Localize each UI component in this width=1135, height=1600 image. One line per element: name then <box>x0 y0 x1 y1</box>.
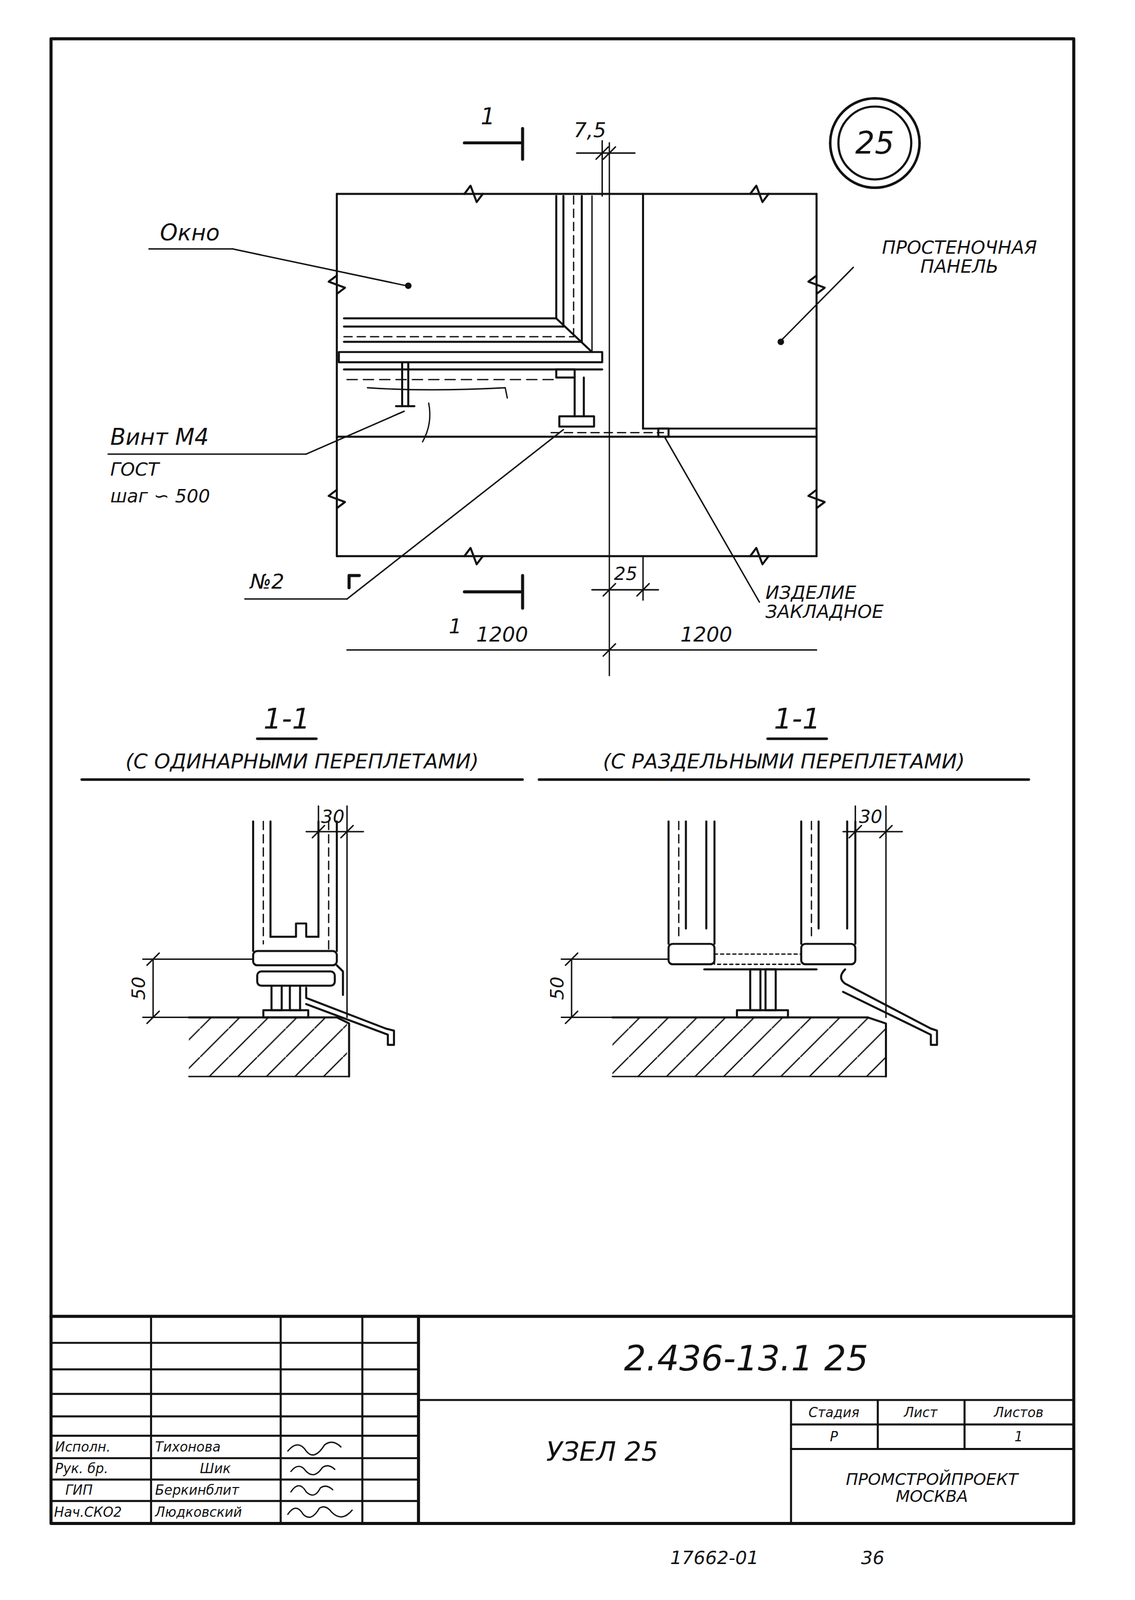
part-name: Окно <box>160 220 220 245</box>
spacing-note: шаг ∽ 500 <box>110 486 211 506</box>
table-cell: Шик <box>199 1461 231 1476</box>
callout-number: №2 <box>250 571 285 593</box>
table-cell: 1 <box>1014 1430 1023 1445</box>
table-cell: Лист <box>903 1405 938 1420</box>
dimension: 30 <box>320 806 345 827</box>
dimension: 50 <box>547 976 567 1000</box>
callout-circle: 25 <box>828 97 921 189</box>
section-subtitle: (С РАЗДЕЛЬНЫМИ ПЕРЕПЛЕТАМИ) <box>602 750 966 773</box>
dimension: 1200 <box>476 623 528 646</box>
part-name: Винт М4 <box>110 425 210 449</box>
part-name: ПРОСТЕНОЧНАЯ ПАНЕЛЬ <box>857 237 1062 277</box>
section-mark: 1 <box>480 104 496 129</box>
dimension: 1200 <box>680 623 733 646</box>
drawing-code: 2.436-13.1 25 <box>623 1340 869 1377</box>
dimension: 25 <box>614 563 638 584</box>
table-cell: ГИП <box>65 1483 93 1498</box>
drawing-title: УЗЕЛ 25 <box>545 1437 658 1466</box>
page-number: 36 <box>860 1547 885 1568</box>
section-mark: 1 <box>448 615 462 638</box>
table-cell: Стадия <box>808 1405 860 1420</box>
standard-note: ГОСТ <box>110 459 160 480</box>
part-name: ИЗДЕЛИЕ ЗАКЛАДНОЕ <box>765 582 930 622</box>
section-title: 1-1 <box>773 703 821 734</box>
dimension: 30 <box>858 806 883 827</box>
table-cell: Людковский <box>155 1505 242 1520</box>
dimension: 50 <box>129 976 149 1000</box>
section-title: 1-1 <box>263 703 311 734</box>
table-cell: Беркинблит <box>155 1483 240 1498</box>
dimension: 7,5 <box>573 120 607 142</box>
callout-number: 25 <box>855 125 895 161</box>
organization-name: ПРОМСТРОЙПРОЕКТ МОСКВА <box>829 1469 1034 1505</box>
section-subtitle: (С ОДИНАРНЫМИ ПЕРЕПЛЕТАМИ) <box>125 750 479 773</box>
table-cell: Исполн. <box>54 1440 111 1455</box>
table-cell: Р <box>829 1430 839 1445</box>
table-cell: Рук. бр. <box>54 1461 108 1476</box>
table-cell: Листов <box>993 1405 1044 1420</box>
table-cell: Тихонова <box>155 1440 221 1455</box>
archive-number: 17662-01 <box>670 1547 759 1568</box>
table-cell: Нач.СКО2 <box>53 1505 122 1520</box>
